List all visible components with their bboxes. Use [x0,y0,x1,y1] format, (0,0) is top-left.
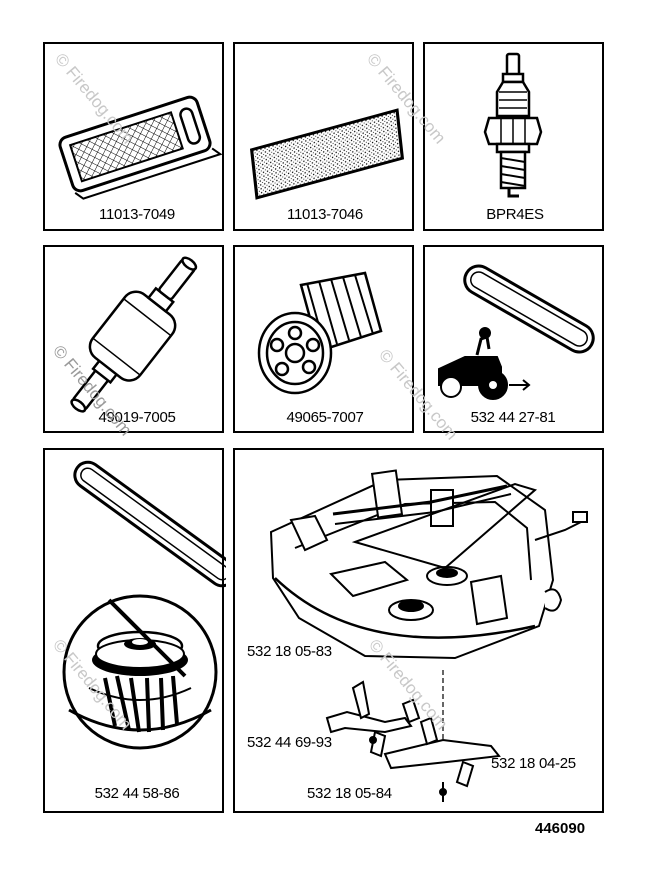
blade-icon [325,680,501,802]
part-number-label: 532 44 27-81 [470,409,556,426]
deck-belt-pulley-icon [62,460,226,750]
part-number-label: 49019-7005 [98,409,176,426]
part-panel-drive-belt[interactable]: 532 44 27-81 [423,245,604,433]
part-panel-spark-plug[interactable]: BPR4ES [423,42,604,231]
part-number-label: 11013-7049 [99,206,175,223]
part-panel-pre-filter[interactable]: 11013-7046 [233,42,414,231]
fuel-filter-icon [70,256,198,413]
part-number-label: 532 44 69-93 [247,734,332,751]
part-number-label: 532 44 58-86 [94,785,180,802]
part-panel-air-filter[interactable]: 11013-7049 [43,42,224,231]
diagram-number: 446090 [535,820,586,837]
drive-belt-icon [438,264,595,400]
part-number-label: BPR4ES [486,206,544,223]
part-number-label: 532 18 05-84 [307,785,392,802]
part-panel-deck-belt-pulley[interactable]: 532 44 58-86 [43,448,226,813]
part-number-label: 11013-7046 [287,206,363,223]
part-number-label: 532 18 05-83 [247,643,332,660]
spark-plug-icon [483,52,543,198]
part-panel-mower-deck[interactable]: 532 18 05-83 532 44 69-93 532 18 04-25 5… [233,448,604,813]
air-filter-icon [58,95,223,200]
pulley-icon [62,594,218,750]
part-panel-oil-filter[interactable]: 49065-7007 [233,245,414,433]
part-number-label: 532 18 04-25 [491,755,576,772]
part-number-label: 49065-7007 [286,409,364,426]
pre-filter-icon [249,108,405,200]
mower-deck-icon [269,469,588,802]
tractor-icon [438,327,531,400]
oil-filter-icon [257,271,383,395]
part-panel-fuel-filter[interactable]: 49019-7005 [43,245,224,433]
